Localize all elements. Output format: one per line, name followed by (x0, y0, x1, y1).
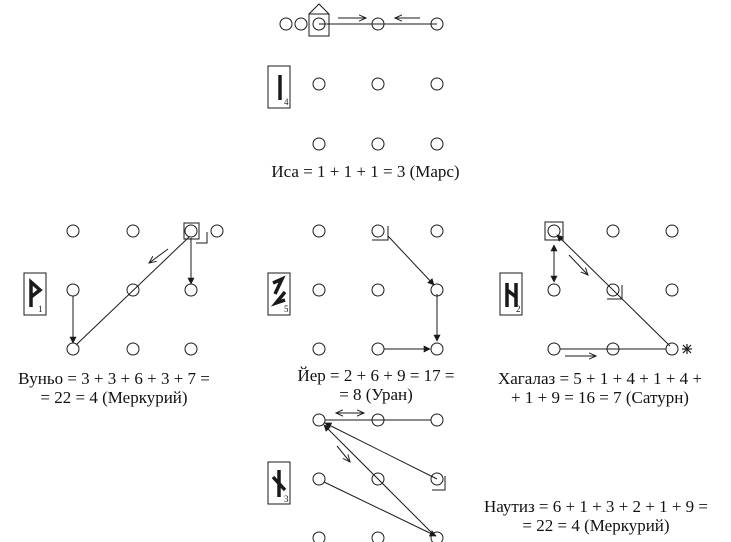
jera-diagram: 5 (267, 224, 444, 356)
jera-caption: Йер = 2 + 6 + 9 = 17 = = 8 (Уран) (297, 366, 455, 404)
isa-rune-card: 4 (267, 65, 291, 109)
wunjo-rune-number: 1 (38, 304, 43, 314)
hagalaz-rune-number: 2 (516, 304, 521, 314)
hagalaz-caption: Хагалаз = 5 + 1 + 4 + 1 + 4 + + 1 + 9 = … (497, 369, 702, 407)
nauthiz-rune-number: 3 (284, 494, 289, 504)
wunjo-caption: Вуньо = 3 + 3 + 6 + 3 + 7 = = 22 = 4 (Ме… (18, 369, 210, 407)
nauthiz-rune-card: 3 (267, 461, 291, 505)
hagalaz-rune-card: 2 (499, 272, 523, 316)
asterisk-icon (682, 344, 692, 354)
jera-rune-card: 5 (267, 272, 291, 316)
nauthiz-caption: Наутиз = 6 + 1 + 3 + 2 + 1 + 9 = = 22 = … (483, 497, 709, 535)
isa-rune-number: 4 (284, 97, 289, 107)
isa-caption: Иса = 1 + 1 + 1 = 3 (Марс) (271, 162, 460, 181)
hagalaz-grid (547, 224, 679, 356)
nauthiz-diagram: 3 (267, 413, 446, 542)
hagalaz-diagram: 2 (499, 221, 692, 356)
house-icon (308, 3, 330, 37)
wunjo-diagram: 1 (23, 222, 224, 356)
wunjo-grid (66, 224, 224, 356)
isa-grid (279, 17, 444, 151)
jera-rune-number: 5 (284, 304, 289, 314)
isa-diagram: 4 (267, 3, 444, 151)
wunjo-rune-card: 1 (23, 272, 47, 316)
jera-grid (312, 224, 444, 356)
